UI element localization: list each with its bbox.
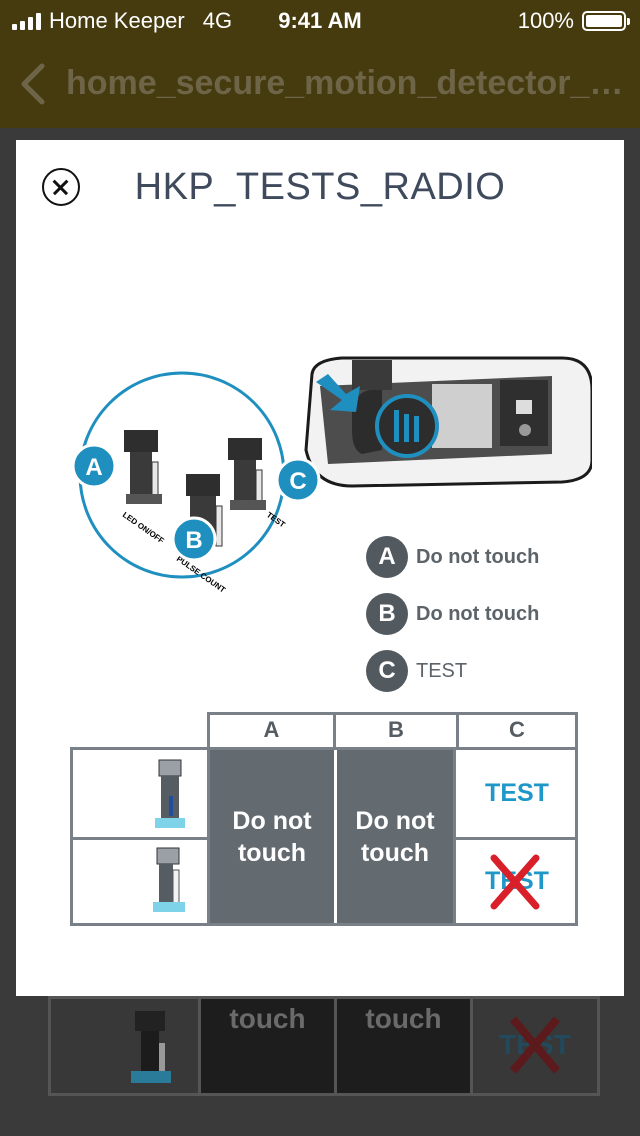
row-divider (73, 837, 207, 840)
jumper-icon (131, 1011, 171, 1083)
column-b-value: Do not touch (337, 750, 453, 923)
status-right: 100% (517, 8, 630, 34)
cross-icon (509, 1016, 561, 1074)
background-table: touch touch TEST (48, 996, 600, 1096)
navigation-bar: home_secure_motion_detector_h... (0, 40, 640, 128)
legend-item-b: B Do not touch (366, 593, 606, 635)
col-divider (453, 750, 456, 923)
close-icon[interactable] (42, 168, 80, 206)
column-a-value: Do not touch (210, 750, 334, 923)
column-b-text: Do not touch (355, 806, 435, 867)
jumper-closed-icon (153, 847, 185, 912)
legend-item-c: C TEST (366, 650, 606, 692)
battery-fill (586, 15, 622, 27)
callout-c-letter: C (289, 468, 306, 495)
legend-text-c: TEST (416, 659, 468, 682)
background-cell-c: touch (337, 999, 473, 1093)
jumper-closed-cell (73, 840, 207, 923)
jumper-open-icon (155, 759, 185, 828)
background-jumper-cell (51, 999, 201, 1093)
legend-text-a: Do not touch (416, 545, 540, 568)
test-enabled-text: TEST (485, 779, 549, 807)
legend-badge-c: C (366, 650, 408, 692)
column-a-text: Do not touch (232, 806, 312, 867)
image-modal: HKP_TESTS_RADIO LED ON/OFF (16, 140, 624, 996)
callout-a-letter: A (85, 454, 102, 481)
background-cell-b: touch (201, 999, 337, 1093)
callout-c: C (275, 457, 321, 503)
table-header-b: B (333, 712, 459, 747)
callout-a: A (71, 443, 117, 489)
battery-percent: 100% (517, 8, 574, 33)
battery-icon (582, 11, 630, 31)
table-header-a: A (207, 712, 336, 747)
background-touch-b: touch (365, 1003, 442, 1034)
col-divider (207, 750, 210, 923)
back-chevron-icon[interactable] (18, 62, 48, 106)
signal-icon (12, 12, 41, 30)
modal-title: HKP_TESTS_RADIO (134, 166, 506, 208)
jumper-c-illustration: TEST (228, 438, 287, 529)
legend-badge-b: B (366, 593, 408, 635)
status-left: Home Keeper 4G (12, 8, 232, 34)
table-grid: Do not touch Do not touch TEST TEST (70, 747, 578, 926)
red-cross-icon (490, 854, 540, 910)
legend-text-b: Do not touch (416, 602, 540, 625)
column-c-row1: TEST (456, 750, 578, 837)
background-touch-a: touch (229, 1003, 306, 1034)
table-header-c: C (456, 712, 578, 747)
legend-badge-a: A (366, 536, 408, 578)
carrier-name: Home Keeper (49, 8, 185, 33)
callout-b: B (171, 516, 217, 562)
jumper-open-cell (73, 750, 207, 837)
col-gap (334, 750, 337, 923)
status-time: 9:41 AM (278, 8, 362, 33)
jumper-a-label: LED ON/OFF (121, 510, 166, 545)
jumper-table: A B C (70, 712, 578, 926)
background-cell-d: TEST (473, 999, 597, 1093)
callout-b-letter: B (185, 527, 202, 554)
nav-title: home_secure_motion_detector_h... (66, 64, 626, 102)
jumper-diagram: LED ON/OFF PULSE COUNT TEST A B C (71, 356, 592, 595)
jumper-a-illustration: LED ON/OFF (121, 430, 166, 545)
column-c-row2: TEST (456, 840, 578, 923)
status-bar: Home Keeper 4G 9:41 AM 100% (0, 0, 640, 40)
legend-item-a: A Do not touch (366, 536, 606, 578)
row-divider (456, 837, 578, 840)
network-type: 4G (202, 8, 233, 33)
motion-detector-device (304, 356, 592, 488)
